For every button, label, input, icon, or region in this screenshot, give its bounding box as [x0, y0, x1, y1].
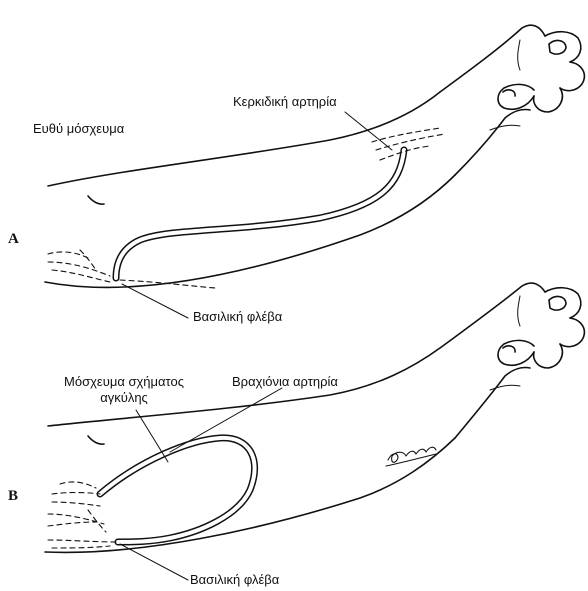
label-loop-graft: Μόσχευμα σχήματος αγκύλης [58, 374, 190, 406]
label-brachial-artery: Βραχιόνια αρτηρία [232, 374, 338, 389]
hand-b [440, 283, 584, 438]
straight-graft-tube [116, 150, 404, 278]
panel-letter-b: B [8, 488, 18, 505]
label-loop-graft-line2: αγκύλης [58, 390, 190, 406]
label-radial-artery: Κερκιδική αρτηρία [233, 94, 337, 109]
signature-mark [386, 447, 436, 466]
label-straight-graft: Ευθύ μόσχευμα [33, 121, 124, 136]
leaders-a [122, 112, 392, 318]
hand-a [440, 25, 584, 175]
label-basilic-vein-b: Βασιλική φλέβα [190, 572, 279, 587]
label-basilic-vein-a: Βασιλική φλέβα [193, 309, 282, 324]
panel-letter-a: A [8, 231, 19, 248]
vessels-a [48, 128, 445, 288]
label-loop-graft-line1: Μόσχευμα σχήματος [58, 374, 190, 390]
loop-graft-tube [100, 438, 255, 542]
